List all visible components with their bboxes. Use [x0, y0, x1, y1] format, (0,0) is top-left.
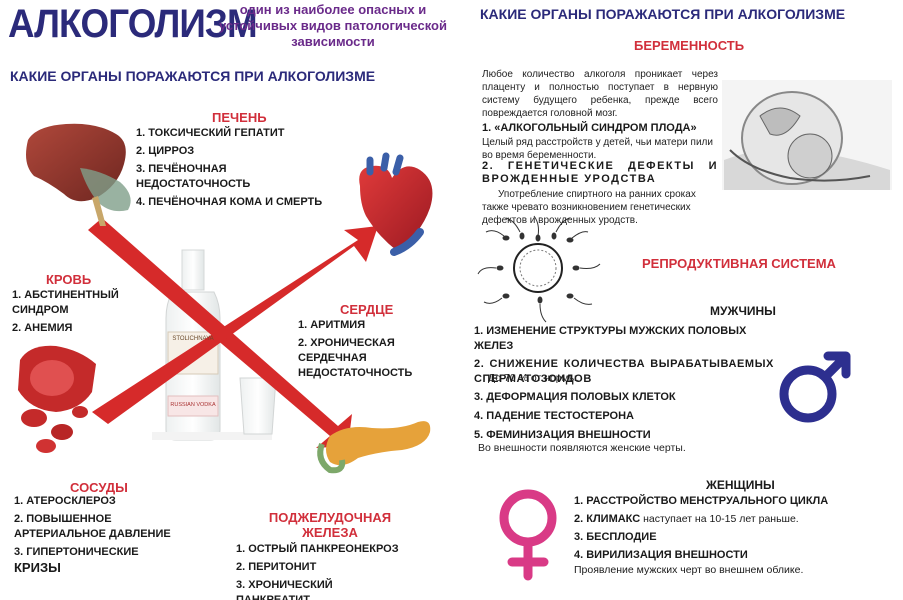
vodka-bottle-illustration: [152, 249, 277, 441]
bottle-label-bottom: RUSSIAN VODKA: [170, 402, 216, 408]
women-title: ЖЕНЩИНЫ: [706, 478, 775, 492]
pregnancy-item1-text: Целый ряд расстройств у детей, чьи матер…: [482, 137, 713, 161]
list-item: 4. ВИРИЛИЗАЦИЯ ВНЕШНОСТИ: [574, 549, 748, 561]
list-item: 2. ЦИРРОЗ: [136, 145, 195, 157]
list-item: КРИЗЫ: [14, 560, 61, 575]
page-subtitle: один из наиболее опасных и устойчивых ви…: [219, 2, 447, 49]
list-item: 3. ПЕЧЁНОЧНАЯ НЕДОСТАТОЧНОСТЬ: [136, 163, 251, 190]
blood-title: КРОВЬ: [46, 272, 92, 287]
page-title: АЛКОГОЛИЗМ: [8, 2, 258, 46]
list-item: 2. ПОВЫШЕННОЕ АРТЕРИАЛЬНОЕ ДАВЛЕНИЕ: [14, 513, 171, 540]
list-item: 1. АБСТИНЕНТНЫЙ СИНДРОМ: [12, 289, 119, 316]
men-list: 1. ИЗМЕНЕНИЕ СТРУКТУРЫ МУЖСКИХ ПОЛОВЫХ Ж…: [474, 324, 774, 390]
list-item: 2. ПЕРИТОНИТ: [236, 561, 317, 573]
list-item: 2. АНЕМИЯ: [12, 322, 73, 334]
pancreas-title: ПОДЖЕЛУДОЧНАЯ ЖЕЛЕЗА: [268, 510, 392, 540]
list-item: 1. ИЗМЕНЕНИЕ СТРУКТУРЫ МУЖСКИХ ПОЛОВЫХ Ж…: [474, 325, 747, 352]
pancreas-list: 1. ОСТРЫЙ ПАНКРЕОНЕКРОЗ 2. ПЕРИТОНИТ 3. …: [236, 542, 416, 600]
liver-list: 1. ТОКСИЧЕСКИЙ ГЕПАТИТ 2. ЦИРРОЗ 3. ПЕЧЁ…: [136, 126, 336, 213]
heart-illustration: [359, 152, 433, 256]
list-item: 4. ПЕЧЁНОЧНАЯ КОМА И СМЕРТЬ: [136, 196, 323, 208]
list-item: 1. ТОКСИЧЕСКИЙ ГЕПАТИТ: [136, 127, 285, 139]
list-item: 1. ОСТРЫЙ ПАНКРЕОНЕКРОЗ: [236, 543, 399, 555]
pancreas-illustration: [317, 421, 431, 474]
fetus-illustration: [722, 80, 892, 190]
bottle-label-top: STOLICHNAYA: [172, 336, 214, 342]
list-item: 3. ДЕФОРМАЦИЯ ПОЛОВЫХ КЛЕТОК: [474, 391, 676, 403]
men-list-2: 3. ДЕФОРМАЦИЯ ПОЛОВЫХ КЛЕТОК 4. ПАДЕНИЕ …: [474, 390, 774, 446]
list-item: 1. АТЕРОСКЛЕРОЗ: [14, 495, 116, 507]
women-item2-rest: наступает на 10-15 лет раньше.: [640, 513, 799, 525]
list-item: 4. ПАДЕНИЕ ТЕСТОСТЕРОНА: [474, 410, 634, 422]
pregnancy-title: БЕРЕМЕННОСТЬ: [634, 38, 745, 53]
reproductive-title: РЕПРОДУКТИВНАЯ СИСТЕМА: [642, 256, 836, 271]
liver-illustration: [26, 123, 131, 226]
vessels-list: 1. АТЕРОСКЛЕРОЗ 2. ПОВЫШЕННОЕ АРТЕРИАЛЬН…: [14, 494, 194, 578]
pregnancy-item1-title: 1. «АЛКОГОЛЬНЫЙ СИНДРОМ ПЛОДА»: [482, 122, 697, 134]
left-heading: КАКИЕ ОРГАНЫ ПОРАЖАЮТСЯ ПРИ АЛКОГОЛИЗМЕ: [10, 68, 376, 84]
heart-title: СЕРДЦЕ: [340, 302, 394, 317]
pregnancy-item2-text: Употребление спиртного на ранних сроках …: [482, 189, 696, 226]
list-item: 2. ХРОНИЧЕСКАЯ СЕРДЕЧНАЯ НЕДОСТАТОЧНОСТЬ: [298, 337, 413, 379]
women-item2-bold: 2. КЛИМАКС: [574, 513, 641, 525]
heart-list: 1. АРИТМИЯ 2. ХРОНИЧЕСКАЯ СЕРДЕЧНАЯ НЕДО…: [298, 318, 428, 384]
women-list: 1. РАССТРОЙСТВО МЕНСТРУАЛЬНОГО ЦИКЛА 2. …: [574, 494, 894, 581]
pregnancy-item2-title: 2. ГЕНЕТИЧЕСКИЕ ДЕФЕКТЫ И ВРОЖДЕННЫЕ УРО…: [482, 160, 718, 185]
liver-title: ПЕЧЕНЬ: [212, 110, 267, 125]
blood-cells-illustration: [18, 345, 96, 453]
list-item: 3. ГИПЕРТОНИЧЕСКИЕ: [14, 546, 139, 558]
sperm-cell-illustration: [477, 215, 601, 323]
list-item: 1. РАССТРОЙСТВО МЕНСТРУАЛЬНОГО ЦИКЛА: [574, 495, 829, 507]
men-note1: До 70 % от нормы.: [488, 372, 580, 384]
vessels-title: СОСУДЫ: [70, 480, 128, 495]
list-item: 2. КЛИМАКС наступает на 10-15 лет раньше…: [574, 512, 894, 527]
list-item: 3. ХРОНИЧЕСКИЙ ПАНКРЕАТИТ: [236, 579, 333, 600]
female-symbol-icon: [499, 489, 557, 581]
men-title: МУЖЧИНЫ: [710, 304, 776, 318]
male-symbol-icon: [779, 351, 851, 423]
blood-list: 1. АБСТИНЕНТНЫЙ СИНДРОМ 2. АНЕМИЯ: [12, 288, 132, 339]
list-item: 3. БЕСПЛОДИЕ: [574, 531, 657, 543]
right-heading: КАКИЕ ОРГАНЫ ПОРАЖАЮТСЯ ПРИ АЛКОГОЛИЗМЕ: [480, 6, 846, 22]
arrows: [88, 218, 378, 448]
men-note2: Во внешности появляются женские черты.: [478, 442, 686, 454]
list-item: 5. ФЕМИНИЗАЦИЯ ВНЕШНОСТИ: [474, 429, 651, 441]
women-note: Проявление мужских черт во внешнем облик…: [574, 564, 804, 576]
list-item: 2. СНИЖЕНИЕ КОЛИЧЕСТВА ВЫРАБАТЫВАЕМЫХ СП…: [474, 358, 774, 385]
list-item: 1. АРИТМИЯ: [298, 319, 366, 331]
pregnancy-intro: Любое количество алкоголя проникает чере…: [482, 69, 718, 119]
